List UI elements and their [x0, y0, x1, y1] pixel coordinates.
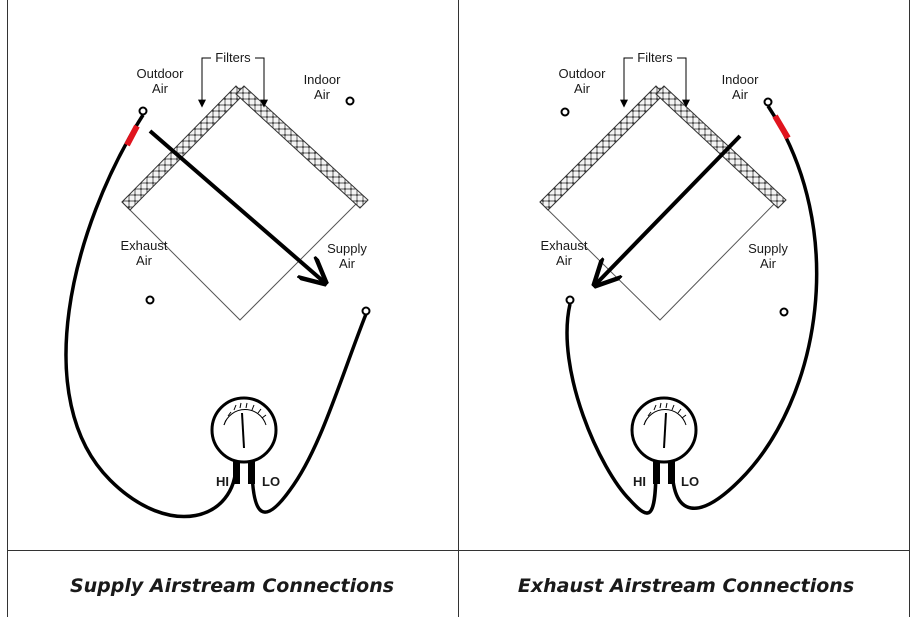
tap-indoor — [345, 96, 355, 106]
gauge-needle — [241, 412, 245, 449]
tap-supply — [779, 307, 789, 317]
tube-lo — [250, 313, 368, 514]
filters-callout: Filters — [620, 50, 690, 108]
label-line: Air — [556, 253, 573, 268]
tube-hi — [64, 114, 238, 519]
label-line: Air — [574, 81, 591, 96]
label-line: Exhaust — [541, 238, 588, 253]
filter-indoor — [655, 85, 787, 209]
filters-label: Filters — [637, 50, 673, 65]
tap-outdoor — [560, 107, 570, 117]
label-line: Air — [760, 256, 777, 271]
airflow-arrow — [148, 129, 324, 282]
gauge-hi-label: HI — [633, 474, 646, 489]
label-line: Indoor — [722, 72, 760, 87]
caption-supply: Supply Airstream Connections — [70, 575, 394, 597]
hrv-core — [121, 87, 363, 321]
label-line: Outdoor — [559, 66, 607, 81]
gauge-lo-label: LO — [681, 474, 699, 489]
label-line: Air — [732, 87, 749, 102]
filters-label: Filters — [215, 50, 251, 65]
tube-hi-red-tip — [124, 124, 140, 147]
caption-exhaust: Exhaust Airstream Connections — [518, 575, 854, 597]
airflow-arrow — [596, 134, 742, 284]
label-line: Air — [136, 253, 153, 268]
gauge-lo-label: LO — [262, 474, 280, 489]
pressure-gauge: HI LO — [210, 396, 280, 489]
label-line: Exhaust — [121, 238, 168, 253]
label-line: Air — [314, 87, 331, 102]
tap-exhaust — [145, 295, 155, 305]
gauge-hi-label: HI — [216, 474, 229, 489]
hrv-core — [539, 87, 781, 321]
tube-lo — [670, 105, 819, 510]
gauge-needle — [663, 412, 667, 449]
label-line: Supply — [748, 241, 788, 256]
pressure-gauge: HI LO — [630, 396, 699, 489]
label-line: Indoor — [304, 72, 342, 87]
tap-outdoor — [138, 106, 148, 116]
tap-exhaust — [565, 295, 575, 305]
label-line: Air — [339, 256, 356, 271]
tap-supply — [361, 306, 371, 316]
filters-callout: Filters — [198, 50, 268, 108]
frame — [7, 0, 910, 617]
tube-hi — [565, 303, 658, 515]
label-line: Supply — [327, 241, 367, 256]
tube-lo-red-tip — [772, 114, 791, 140]
filter-indoor — [235, 85, 369, 209]
label-line: Air — [152, 81, 169, 96]
label-line: Outdoor — [137, 66, 185, 81]
tap-indoor — [763, 97, 773, 107]
